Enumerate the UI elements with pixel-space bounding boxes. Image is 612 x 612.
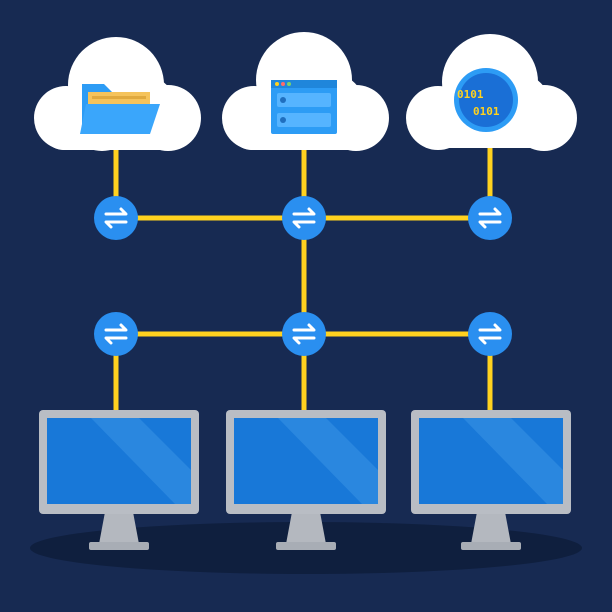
desktop-monitor [411,410,571,550]
folder-icon [80,84,160,134]
hub-circle [282,312,326,356]
binary-data-icon: 0101 0101 [454,68,518,132]
monitors [39,410,571,550]
screen-glare [91,418,191,504]
desktop-monitor [39,410,199,550]
monitor-stand-base [276,542,336,550]
monitor-stand-base [461,542,521,550]
cloud-folder [34,37,201,151]
hub-node [282,312,326,356]
exchange-arrows-icon [104,323,128,345]
server-icon [271,80,337,134]
exchange-arrows-icon [292,207,316,229]
hub-circle [94,312,138,356]
exchange-arrows-icon [104,207,128,229]
connector-lines [113,137,493,417]
monitor-stand-neck [99,512,139,544]
binary-line-2: 0101 [473,105,500,118]
hub-node [468,312,512,356]
hub-circle [282,196,326,240]
hub-circle [94,196,138,240]
cloud-server [222,32,389,151]
exchange-arrows-icon [478,207,502,229]
desktop-monitor [226,410,386,550]
cloud-binary: 0101 0101 [406,34,577,151]
monitor-stand-neck [286,512,326,544]
hub-circle [468,196,512,240]
exchange-arrows-icon [292,323,316,345]
screen-glare [278,418,378,504]
hub-nodes [94,196,512,356]
binary-line-1: 0101 [457,88,484,101]
hub-node [468,196,512,240]
hub-node [282,196,326,240]
monitor-stand-neck [471,512,511,544]
exchange-arrows-icon [478,323,502,345]
hub-circle [468,312,512,356]
monitor-stand-base [89,542,149,550]
hub-node [94,196,138,240]
screen-glare [463,418,563,504]
hub-node [94,312,138,356]
